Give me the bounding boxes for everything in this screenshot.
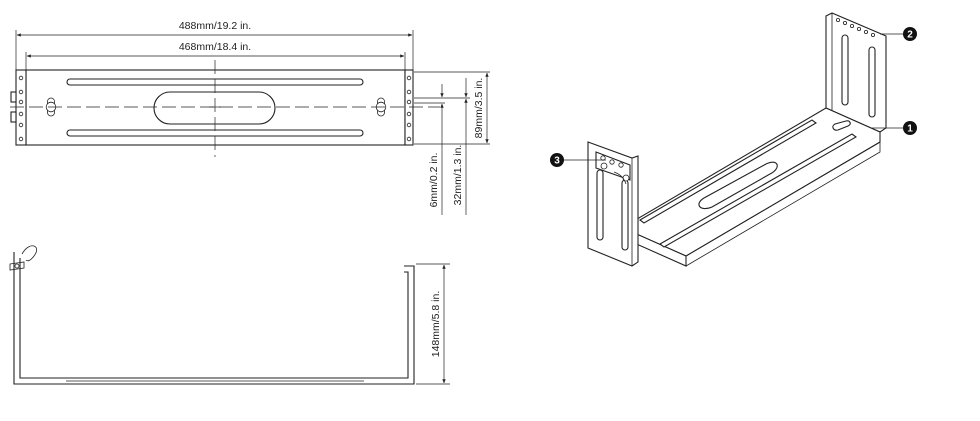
height-dimension: 89mm/3.5 in.	[473, 72, 489, 144]
side-profile-view: 148mm/5.8 in.	[9, 245, 450, 385]
hole-offset-label: 32mm/1.3 in.	[452, 145, 464, 206]
profile-hook	[21, 245, 38, 262]
depth-label: 148mm/5.8 in.	[430, 291, 442, 358]
iso-base-keyhole	[832, 120, 851, 131]
slot-width-label: 468mm/18.4 in.	[179, 41, 251, 53]
iso-right-upright-slot-a	[841, 34, 849, 106]
callout-1: 1	[872, 121, 917, 135]
callout-1-number: 1	[907, 124, 913, 135]
profile-left-flange	[13, 252, 21, 270]
iso-right-upright-slot-b	[868, 46, 876, 118]
hole-offset-dimension: 32mm/1.3 in.	[452, 78, 468, 215]
iso-left-upright-slot-b	[621, 179, 629, 251]
left-tab-bottom	[10, 111, 17, 123]
depth-dimension: 148mm/5.8 in.	[430, 264, 446, 384]
left-flange-holes	[18, 75, 24, 142]
u-profile-outer	[13, 264, 415, 385]
iso-left-upright-slot-a	[596, 169, 604, 241]
left-tab-top	[10, 91, 17, 103]
callout-3-number: 3	[554, 156, 560, 167]
callout-3: 3	[550, 153, 606, 167]
isometric-view: 1 2 3	[550, 12, 917, 267]
height-label: 89mm/3.5 in.	[473, 78, 485, 139]
callout-2: 2	[880, 27, 917, 41]
right-flange-holes	[406, 75, 412, 142]
u-profile-inner	[19, 270, 409, 379]
right-flange	[404, 69, 414, 146]
iso-base-slot-top	[639, 119, 817, 224]
edge-offset-dimension: 6mm/0.2 in.	[428, 84, 444, 215]
callout-2-number: 2	[907, 30, 913, 41]
iso-base-slot-bottom	[659, 133, 857, 248]
overall-width-label: 488mm/19.2 in.	[179, 20, 251, 32]
edge-offset-label: 6mm/0.2 in.	[428, 153, 440, 208]
center-oval-cutout	[153, 91, 276, 125]
iso-hook-assembly	[595, 151, 631, 185]
left-flange	[15, 69, 27, 146]
front-view: 488mm/19.2 in. 468mm/18.4 in.	[10, 20, 490, 215]
overall-width-dimension: 488mm/19.2 in.	[16, 20, 413, 37]
iso-base-oval	[698, 161, 778, 210]
iso-right-upright-holes	[836, 17, 876, 38]
slot-width-dimension: 468mm/18.4 in.	[26, 41, 405, 58]
